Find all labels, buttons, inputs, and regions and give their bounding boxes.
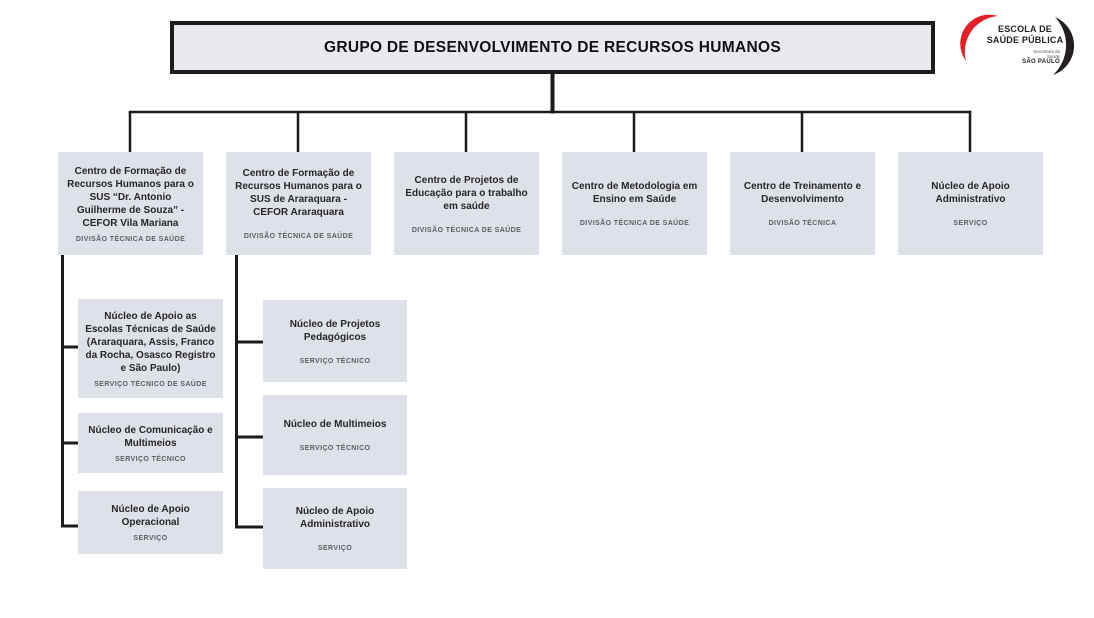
org-root-node: GRUPO DE DESENVOLVIMENTO DE RECURSOS HUM… (170, 21, 935, 74)
org-node-projetos-pedagogicos: Núcleo de Projetos Pedagógicos SERVIÇO T… (263, 300, 407, 382)
node-classification: DIVISÃO TÉCNICA DE SAÚDE (75, 235, 186, 243)
node-classification: DIVISÃO TÉCNICA DE SAÚDE (243, 233, 354, 240)
org-node-multimeios: Núcleo de Multimeios SERVIÇO TÉCNICO (263, 395, 407, 475)
org-node-metodologia-ensino: Centro de Metodologia em Ensino em Saúde… (562, 152, 707, 255)
org-node-projetos-educacao: Centro de Projetos de Educação para o tr… (394, 152, 539, 255)
node-name: Centro de Formação de Recursos Humanos p… (67, 165, 194, 229)
node-classification: SERVIÇO TÉCNICO DE SAÚDE (94, 380, 207, 388)
node-classification: DIVISÃO TÉCNICA DE SAÚDE (579, 220, 690, 227)
org-node-apoio-operacional: Núcleo de Apoio Operacional SERVIÇO (78, 491, 223, 554)
logo-dept-line1: Secretaria da (1033, 48, 1060, 54)
org-root-title: GRUPO DE DESENVOLVIMENTO DE RECURSOS HUM… (323, 38, 781, 56)
org-node-apoio-escolas-tecnicas: Núcleo de Apoio as Escolas Técnicas de S… (78, 299, 223, 398)
logo-subtext-block: Secretaria da Saúde SÃO PAULO (984, 49, 1066, 66)
node-classification: SERVIÇO (133, 535, 168, 542)
logo-org-name-line2: SAÚDE PÚBLICA (986, 35, 1064, 46)
node-name: Núcleo de Comunicação e Multimeios (88, 424, 213, 449)
node-name: Núcleo de Apoio Administrativo (931, 181, 1010, 205)
org-node-apoio-administrativo-araraquara: Núcleo de Apoio Administrativo SERVIÇO (263, 488, 407, 569)
node-name: Centro de Treinamento e Desenvolvimento (743, 181, 862, 205)
logo-swoosh-icon (960, 14, 1075, 75)
esp-logo: ESCOLA DE SAÚDE PÚBLICA Secretaria da Sa… (956, 13, 1092, 79)
org-node-cefor-vila-mariana: Centro de Formação de Recursos Humanos p… (58, 152, 203, 255)
node-name: Núcleo de Projetos Pedagógicos (289, 318, 381, 343)
node-classification: SERVIÇO (953, 220, 988, 227)
logo-text-block: ESCOLA DE SAÚDE PÚBLICA Secretaria da Sa… (984, 24, 1066, 65)
node-classification: SERVIÇO (317, 545, 353, 552)
node-name: Centro de Projetos de Educação para o tr… (405, 174, 528, 212)
node-name: Núcleo de Apoio Operacional (111, 504, 190, 528)
org-node-cefor-araraquara: Centro de Formação de Recursos Humanos p… (226, 152, 371, 255)
node-classification: SERVIÇO TÉCNICO (115, 455, 186, 463)
node-name: Núcleo de Apoio as Escolas Técnicas de S… (85, 310, 216, 374)
node-classification: SERVIÇO TÉCNICO (299, 357, 371, 365)
node-name: Núcleo de Apoio Administrativo (295, 506, 375, 530)
node-classification: SERVIÇO TÉCNICO (299, 445, 371, 452)
org-node-treinamento-desenvolvimento: Centro de Treinamento e Desenvolvimento … (730, 152, 875, 255)
node-name: Centro de Metodologia em Ensino em Saúde (571, 181, 698, 205)
node-classification: DIVISÃO TÉCNICA (768, 220, 837, 227)
node-name: Centro de Formação de Recursos Humanos p… (235, 168, 362, 218)
logo-org-name-line1: ESCOLA DE (998, 24, 1052, 34)
org-node-apoio-administrativo: Núcleo de Apoio Administrativo SERVIÇO (898, 152, 1043, 255)
logo-dept-line2: Saúde (1046, 53, 1060, 59)
node-classification: DIVISÃO TÉCNICA DE SAÚDE (411, 226, 522, 234)
logo-state-label: SÃO PAULO (1022, 59, 1060, 66)
org-node-comunicacao-multimeios: Núcleo de Comunicação e Multimeios SERVI… (78, 413, 223, 473)
node-name: Núcleo de Multimeios (283, 419, 387, 430)
